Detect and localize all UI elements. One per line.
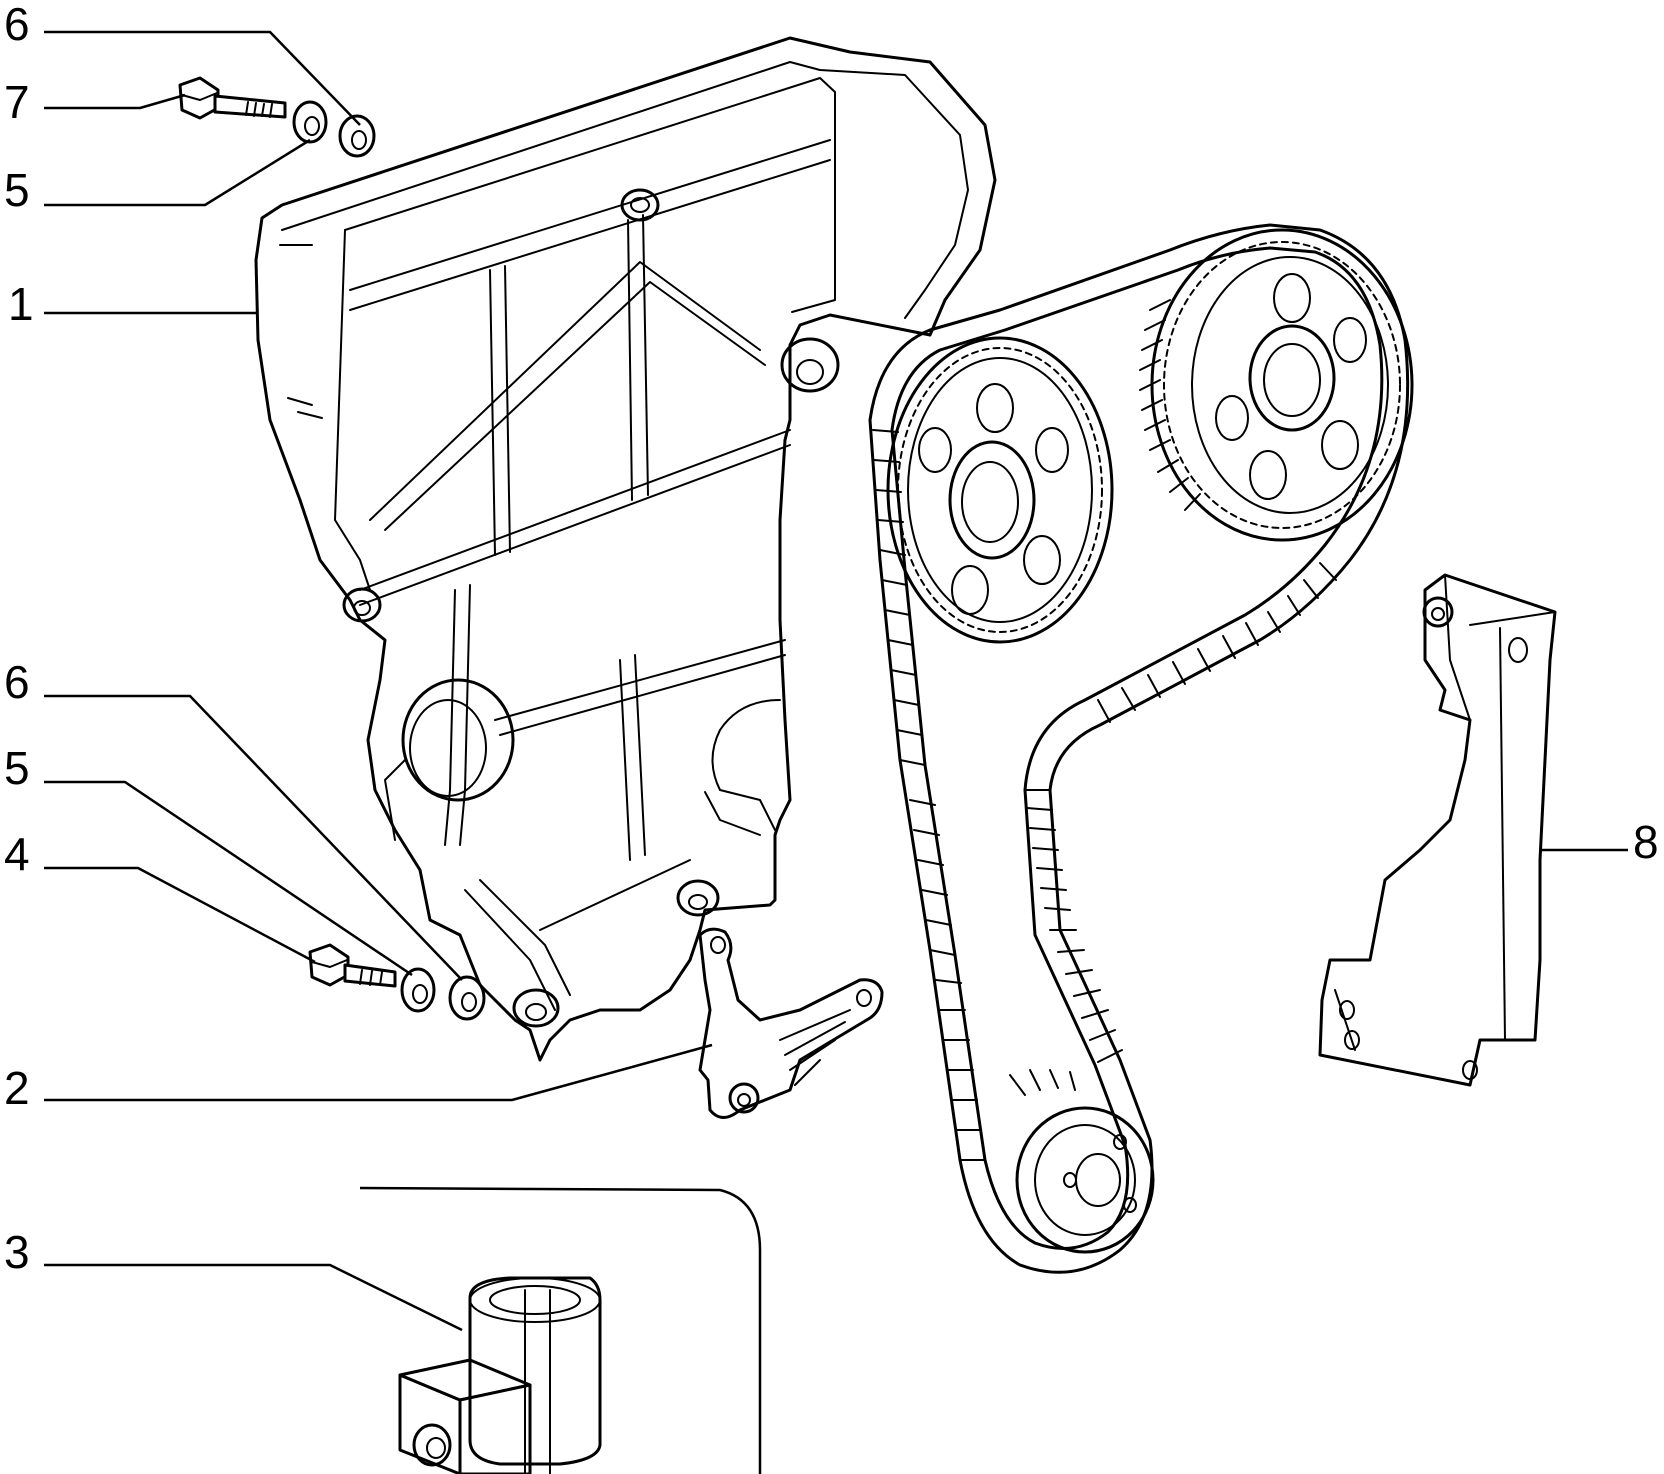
clamp-part [398, 1276, 602, 1474]
callout-2: 2 [4, 1062, 30, 1114]
cover-bottom-bolt-washer-part [400, 967, 436, 1013]
cover-bottom-bolt-spacer-part [448, 975, 486, 1021]
callout-5-top: 5 [4, 164, 30, 216]
rear-guard-part [1318, 573, 1557, 1087]
leader-4 [44, 866, 316, 964]
right-cam-sprocket [1139, 228, 1414, 542]
callout-5-bottom: 5 [4, 742, 30, 794]
bottom-fasteners [308, 943, 486, 1021]
callout-labels: 6 7 5 1 6 5 4 2 3 8 [4, 0, 1659, 1278]
top-fasteners [178, 76, 376, 158]
callout-7: 7 [4, 76, 30, 128]
leader-6-top [44, 30, 361, 126]
cover-bottom-bolt-part [308, 943, 397, 988]
cover-top-bolt-spacer-part [338, 114, 376, 158]
callout-4: 4 [4, 828, 30, 880]
leader-5-bottom [44, 780, 413, 977]
leader-6-bottom [44, 694, 463, 981]
left-cam-sprocket [886, 336, 1114, 644]
callout-6-top: 6 [4, 0, 30, 50]
leader-5-top [44, 138, 311, 207]
leader-3 [44, 1263, 463, 1332]
leader-7 [44, 93, 186, 110]
callout-6-bottom: 6 [4, 656, 30, 708]
leader-lines [44, 30, 1628, 1332]
cover-top-bolt-part [178, 76, 287, 120]
cover-top-bolt-washer-part [292, 100, 328, 144]
crank-sprocket [1009, 1069, 1155, 1254]
callout-1: 1 [8, 278, 34, 330]
timing-belt-and-pulleys [868, 223, 1414, 1274]
callout-8: 8 [1633, 816, 1659, 868]
section-divider-line [359, 1186, 762, 1474]
callout-3: 3 [4, 1226, 30, 1278]
leader-2 [44, 1043, 713, 1102]
timing-cover-part [254, 36, 997, 1062]
bracket-part [698, 927, 884, 1119]
